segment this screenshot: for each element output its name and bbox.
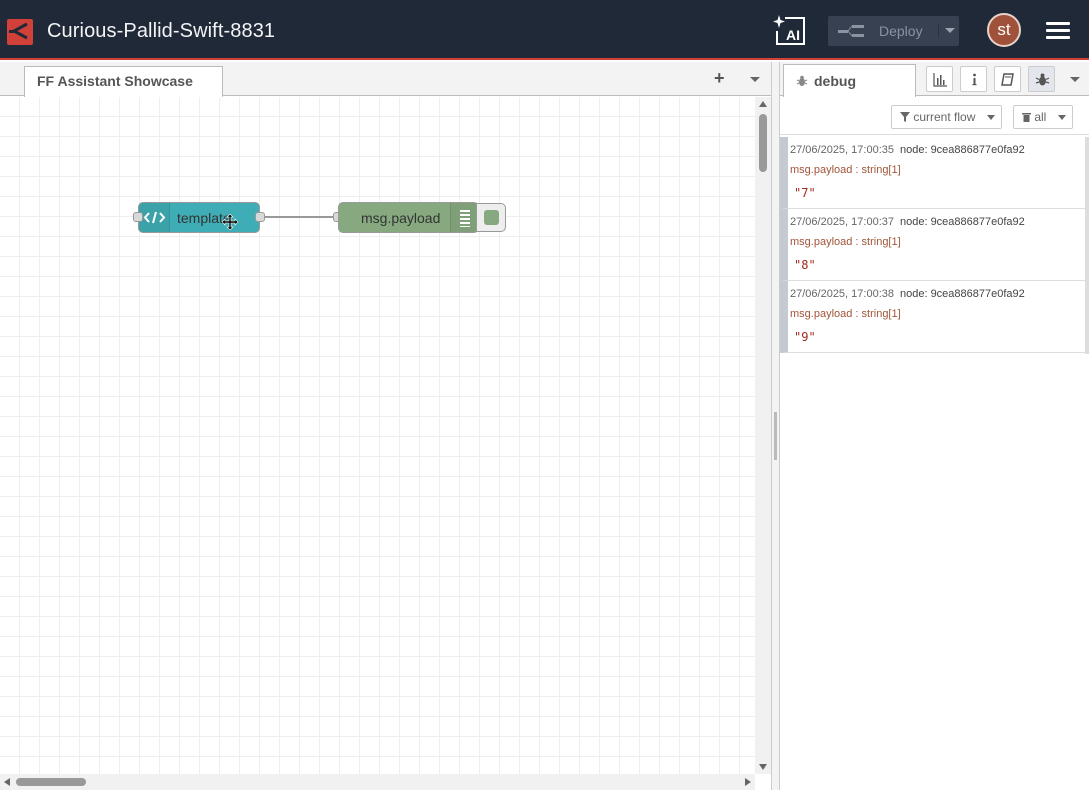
scroll-left-arrow-icon[interactable]	[4, 778, 10, 786]
message-value[interactable]: "9"	[794, 330, 816, 344]
clear-all-button[interactable]: all	[1013, 105, 1073, 129]
message-list-scrollbar[interactable]	[1085, 137, 1089, 354]
horizontal-scroll-thumb[interactable]	[16, 778, 86, 786]
debug-node[interactable]: msg.payload	[338, 202, 479, 233]
move-cursor-icon	[222, 214, 238, 230]
header-bar: Curious-Pallid-Swift-8831 AI Deploy st	[0, 0, 1089, 60]
template-node[interactable]: template	[138, 202, 260, 233]
splitter-handle[interactable]	[774, 412, 777, 460]
scroll-right-arrow-icon[interactable]	[745, 778, 751, 786]
debug-sidebar-button[interactable]	[1028, 66, 1055, 92]
tab-ff-assistant-showcase[interactable]: FF Assistant Showcase	[24, 66, 223, 97]
message-meta: 27/06/2025, 17:00:38 node: 9cea886877e0fa…	[790, 288, 1087, 300]
tab-debug[interactable]: debug	[783, 64, 916, 97]
deploy-button[interactable]: Deploy	[828, 16, 959, 46]
flowfuse-logo-icon[interactable]	[7, 19, 33, 45]
canvas-horizontal-scrollbar[interactable]	[0, 774, 755, 790]
message-topic: msg.payload : string[1]	[790, 164, 901, 176]
template-node-icon-area	[139, 203, 170, 232]
workspace: FF Assistant Showcase + template msg.pay…	[0, 62, 771, 790]
sidebar-menu-chevron-down-icon[interactable]	[1070, 77, 1080, 82]
filter-chevron-down-icon	[987, 115, 995, 120]
sidebar-tabbar: debug	[780, 62, 1089, 97]
deploy-label: Deploy	[879, 23, 923, 39]
bug-icon	[796, 75, 808, 86]
help-sidebar-button[interactable]	[994, 66, 1021, 92]
flow-tabbar: FF Assistant Showcase +	[0, 62, 771, 97]
info-icon	[972, 73, 977, 86]
message-timestamp: 27/06/2025, 17:00:38	[790, 288, 894, 300]
scroll-up-arrow-icon[interactable]	[759, 101, 767, 107]
dashboard-sidebar-button[interactable]	[926, 66, 953, 92]
message-topic: msg.payload : string[1]	[790, 308, 901, 320]
message-node-link[interactable]: node: 9cea886877e0fa92	[899, 288, 1025, 300]
template-output-port[interactable]	[255, 212, 265, 222]
app-title: Curious-Pallid-Swift-8831	[47, 20, 276, 42]
bar-chart-icon	[933, 73, 947, 87]
canvas-vertical-scrollbar[interactable]	[755, 97, 771, 774]
sidebar: debug	[780, 62, 1089, 790]
debug-node-toggle-button[interactable]	[476, 203, 506, 232]
tab-debug-label: debug	[814, 73, 856, 89]
debug-filter-bar: current flow all	[780, 97, 1089, 135]
filter-current-flow-label: current flow	[913, 110, 976, 124]
ai-sparkle-icon	[773, 15, 805, 45]
book-icon	[1001, 73, 1014, 86]
bug-icon	[1035, 73, 1050, 86]
flow-canvas[interactable]: template msg.payload	[0, 97, 755, 774]
template-input-port[interactable]	[133, 212, 143, 222]
ai-assistant-button[interactable]: AI	[772, 13, 808, 47]
deploy-icon	[838, 25, 864, 37]
code-icon	[143, 211, 166, 224]
message-meta: 27/06/2025, 17:00:35 node: 9cea886877e0fa…	[790, 144, 1087, 156]
deploy-options-chevron-down-icon[interactable]	[938, 24, 959, 38]
message-node-link[interactable]: node: 9cea886877e0fa92	[899, 144, 1025, 156]
scroll-down-arrow-icon[interactable]	[759, 764, 767, 770]
message-value[interactable]: "8"	[794, 258, 816, 272]
trash-icon	[1022, 113, 1031, 122]
list-icon	[460, 210, 470, 227]
main-menu-hamburger-icon[interactable]	[1046, 22, 1070, 40]
message-timestamp: 27/06/2025, 17:00:35	[790, 144, 894, 156]
template-node-label: template	[177, 210, 231, 226]
user-avatar[interactable]: st	[987, 13, 1021, 47]
sidebar-splitter[interactable]	[771, 62, 780, 790]
message-meta: 27/06/2025, 17:00:37 node: 9cea886877e0fa…	[790, 216, 1087, 228]
wire-template-to-debug[interactable]	[262, 216, 336, 218]
flow-list-chevron-down-icon[interactable]	[750, 77, 760, 82]
filter-current-flow-button[interactable]: current flow	[891, 105, 1002, 129]
message-value[interactable]: "7"	[794, 186, 816, 200]
add-flow-plus-icon[interactable]: +	[714, 68, 725, 88]
debug-message[interactable]: 27/06/2025, 17:00:35 node: 9cea886877e0fa…	[780, 137, 1087, 209]
message-node-link[interactable]: node: 9cea886877e0fa92	[899, 216, 1025, 228]
info-sidebar-button[interactable]	[960, 66, 987, 92]
debug-message[interactable]: 27/06/2025, 17:00:37 node: 9cea886877e0fa…	[780, 209, 1087, 281]
filter-icon	[900, 112, 910, 122]
ai-label: AI	[786, 27, 800, 43]
vertical-scroll-thumb[interactable]	[759, 114, 767, 172]
debug-node-icon-area	[450, 203, 478, 232]
debug-message[interactable]: 27/06/2025, 17:00:38 node: 9cea886877e0fa…	[780, 281, 1087, 353]
message-timestamp: 27/06/2025, 17:00:37	[790, 216, 894, 228]
clear-chevron-down-icon	[1058, 115, 1066, 120]
message-topic: msg.payload : string[1]	[790, 236, 901, 248]
clear-all-label: all	[1034, 110, 1047, 124]
debug-message-list: 27/06/2025, 17:00:35 node: 9cea886877e0fa…	[780, 137, 1089, 353]
debug-node-label: msg.payload	[361, 210, 441, 226]
